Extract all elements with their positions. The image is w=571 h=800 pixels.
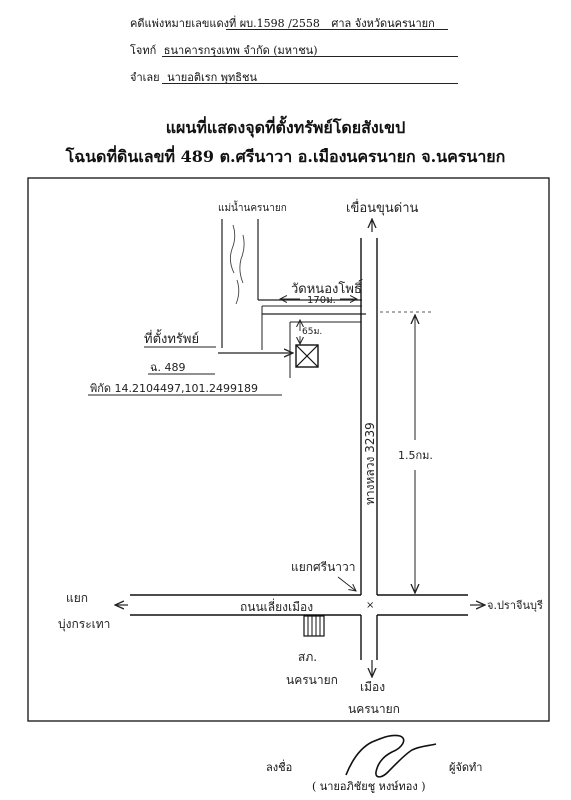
coordinates-label: พิกัด 14.2104497,101.2499189 <box>90 382 258 395</box>
case-underline <box>226 29 448 30</box>
bypass-road <box>130 594 468 616</box>
case-number-line: คดีแพ่งหมายเลขแดงที่ ผบ.1598 /2558 ศาล จ… <box>130 14 435 32</box>
court-name: จังหวัดนครนายก <box>354 17 435 30</box>
sign-label: ลงชื่อ <box>266 761 293 774</box>
east-label: จ.ปราจีนบุรี <box>487 599 543 612</box>
highway-label: ทางหลวง 3239 <box>363 422 377 505</box>
highway-distance: 1.5กม. <box>398 449 433 462</box>
junction-pointer <box>337 576 356 591</box>
west-label-1: แยก <box>66 591 88 605</box>
defendant-name: นายอติเรก พุทธิชน <box>167 71 257 84</box>
south-label-1: เมือง <box>360 680 385 694</box>
property-marker <box>295 344 319 368</box>
map-title: แผนที่แสดงจุดที่ตั้งทรัพย์โดยสังเขป <box>165 118 406 137</box>
soi-lane <box>262 313 366 378</box>
deed-label: ฉ. 489 <box>150 361 185 374</box>
police-label-2: นครนายก <box>286 673 338 687</box>
map-subtitle: โฉนดที่ดินเลขที่ 489 ต.ศรีนาวา อ.เมืองนค… <box>65 147 506 166</box>
canal-label: แม่น้ำนครนายก <box>218 200 287 214</box>
road-label: ถนนเลี่ยงเมือง <box>240 598 313 614</box>
dam-label: เขื่อนขุนด่าน <box>346 199 419 216</box>
case-label: คดีแพ่งหมายเลขแดงที่ <box>130 17 237 30</box>
plaintiff-line: โจทก์ ธนาคารกรุงเทพ จำกัด (มหาชน) <box>130 41 318 59</box>
temple-distance: 170ม. <box>307 295 336 306</box>
police-label-1: สภ. <box>298 650 317 664</box>
police-station-marker <box>303 615 325 637</box>
junction-label: แยกศรีนาวา <box>291 560 356 574</box>
court-label: ศาล <box>331 17 352 30</box>
property-label: ที่ตั้งทรัพย์ <box>144 329 199 347</box>
role-label: ผู้จัดทำ <box>449 761 483 774</box>
west-label-2: บุ่งกระเทา <box>58 617 110 632</box>
case-number: ผบ.1598 /2558 <box>239 17 320 30</box>
property-distance: 65ม. <box>302 327 322 337</box>
plaintiff-name: ธนาคารกรุงเทพ จำกัด (มหาชน) <box>163 44 318 57</box>
signer-name: ( นายอภิชัยชู หงษ์ทอง ) <box>312 780 426 793</box>
temple-label: วัดหนองโพธิ์ <box>291 279 364 297</box>
canal <box>221 219 362 350</box>
intersection-mark: × <box>366 600 374 611</box>
plaintiff-underline <box>162 56 458 57</box>
defendant-line: จำเลย นายอติเรก พุทธิชน <box>130 68 257 86</box>
plaintiff-label: โจทก์ <box>130 44 157 57</box>
signature <box>345 734 437 778</box>
map-border <box>27 177 550 722</box>
defendant-label: จำเลย <box>130 71 160 84</box>
south-label-2: นครนายก <box>348 702 400 716</box>
defendant-underline <box>162 83 458 84</box>
highway-3239 <box>360 238 378 660</box>
